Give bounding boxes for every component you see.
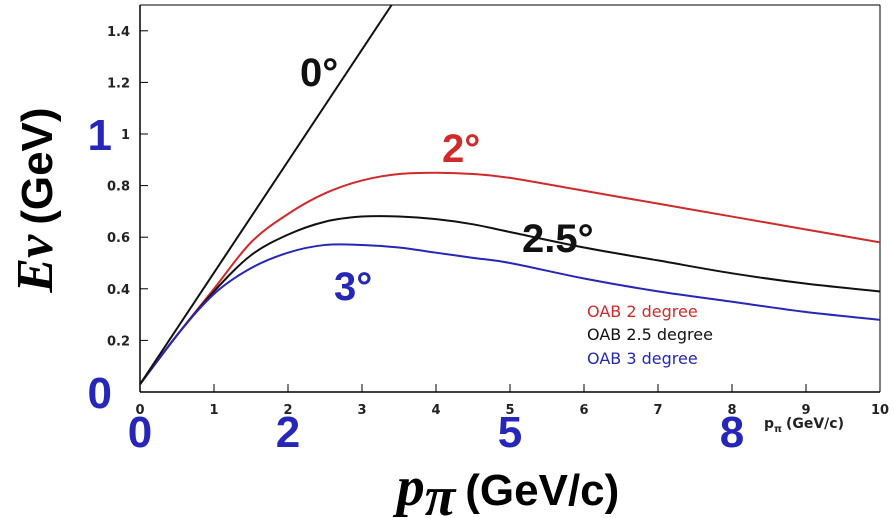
series-line xyxy=(139,215,881,385)
annotation-0deg: 0° xyxy=(300,51,338,95)
series-line xyxy=(139,243,881,385)
x-tick-label: 4 xyxy=(431,403,440,418)
x-tick-label: 2 xyxy=(283,403,292,418)
series-line xyxy=(139,4,393,385)
annotation-2p5deg: 2.5° xyxy=(522,217,594,261)
y-big-tick-label: 0 xyxy=(88,369,112,418)
y-tick-label: 0.2 xyxy=(107,334,130,349)
y-big-tick-labels: 01 xyxy=(88,111,112,418)
y-tick-label: 1.2 xyxy=(107,76,130,91)
y-big-tick-label: 1 xyxy=(88,111,112,160)
y-tick-label: 0.4 xyxy=(107,283,130,298)
x-big-tick-label: 5 xyxy=(498,408,522,457)
y-tick-label: 1.4 xyxy=(107,25,130,40)
y-axis-label: Eν(GeV) xyxy=(7,107,64,293)
x-tick-label: 3 xyxy=(357,403,366,418)
series-lines xyxy=(139,4,881,385)
axis-ticks xyxy=(139,30,881,392)
x-big-tick-label: 2 xyxy=(276,408,300,457)
legend-item-3deg: OAB 3 degree xyxy=(587,349,698,368)
x-axis-label: pπ(GeV/c) xyxy=(393,456,620,518)
series-line xyxy=(139,171,881,385)
x-tick-label: 9 xyxy=(801,403,810,418)
annotation-3deg: 3° xyxy=(334,265,372,309)
x-big-tick-labels: 0 2 5 8 xyxy=(128,408,744,457)
x-tick-label: 0 xyxy=(135,403,144,418)
x-tick-label: 5 xyxy=(505,403,514,418)
x-small-tick-labels: 0 1 2 3 4 5 6 7 8 9 10 xyxy=(135,403,889,418)
legend-item-2p5deg: OAB 2.5 degree xyxy=(587,325,713,344)
x-big-tick-label: 0 xyxy=(128,408,152,457)
y-tick-label: 1 xyxy=(121,128,130,143)
x-small-axis-label: pπ(GeV/c) xyxy=(764,416,844,435)
x-big-tick-label: 8 xyxy=(720,408,744,457)
legend: OAB 2 degree OAB 2.5 degree OAB 3 degree xyxy=(587,302,713,368)
y-tick-label: 0.6 xyxy=(107,231,130,246)
x-tick-label: 7 xyxy=(653,403,662,418)
x-tick-label: 10 xyxy=(871,403,889,418)
y-tick-label: 0.8 xyxy=(107,180,130,195)
legend-item-2deg: OAB 2 degree xyxy=(587,302,698,321)
x-tick-label: 1 xyxy=(209,403,218,418)
curve-annotations: 0° 2° 2.5° 3° xyxy=(300,51,594,309)
annotation-2deg: 2° xyxy=(442,127,480,171)
x-tick-label: 8 xyxy=(727,403,736,418)
x-tick-label: 6 xyxy=(579,403,588,418)
plot-area xyxy=(139,4,881,393)
y-small-tick-labels: 0.2 0.4 0.6 0.8 1 1.2 1.4 xyxy=(107,25,130,350)
